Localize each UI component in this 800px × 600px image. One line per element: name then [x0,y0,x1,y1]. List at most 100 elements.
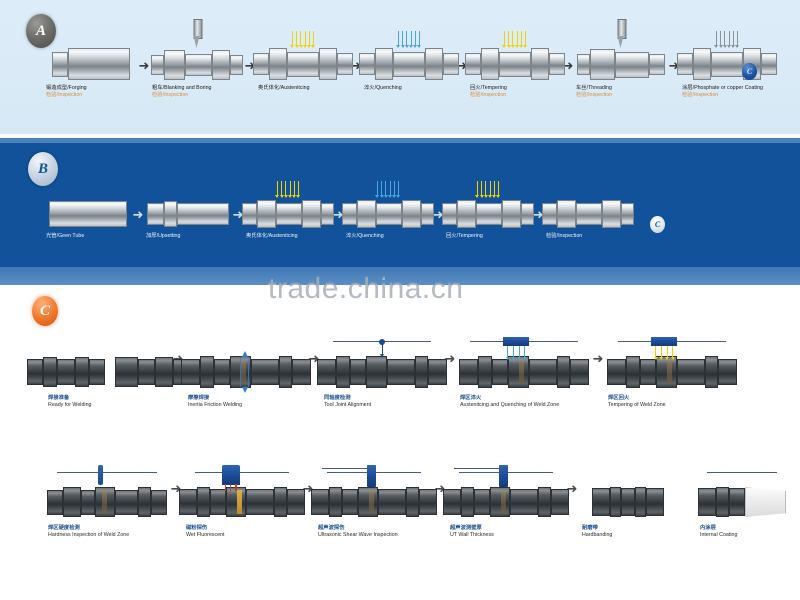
flow-arrow-icon: ➜ [456,57,468,73]
internal-coating-graphic [745,487,787,517]
step-label-primary: 回火/Tempering [470,85,507,91]
pipe-segment [181,358,200,386]
step-label-primary: 回火/Tempering [446,233,483,239]
pipe-assembly [697,485,787,519]
jet-line [404,31,409,48]
badge-c: C [32,296,58,326]
step-label-primary: 焊区淬火 [460,395,482,401]
step-label: 加厚/Upsetting [146,233,180,240]
pipe-segment [621,203,635,225]
pipe-segment [460,486,475,518]
pipe-graphic [607,355,737,389]
pipe-segment [292,358,311,386]
step-label-primary: 内涂层 [700,525,716,531]
jet-line [287,181,292,198]
jet-line [731,31,736,48]
step-label: 奥氏体化/Austenitcing [246,233,298,240]
heater-jets-icon [275,181,301,198]
pipe-graphic [697,485,746,519]
two-pipes-icon [48,322,168,356]
pipe-graphic [147,200,229,228]
step-label-primary: 摩擦焊接 [188,395,210,401]
weld-seam [236,489,242,515]
heater-jets-icon [502,31,528,48]
step-graphic [181,327,311,393]
pipe-segment [443,52,459,76]
pipe-segment [715,486,730,518]
jet-line [475,181,480,198]
pipe-segment [474,488,491,516]
pipe-segment [199,356,214,388]
pipe-segment [441,203,457,225]
jet-line [302,31,307,48]
pipe-graphic [541,200,635,228]
flow-arrow-icon: ➜ [244,57,256,73]
jet-line [511,345,516,360]
pipe-segment [68,48,130,80]
step-graphic [26,327,190,389]
pipe-segment [164,201,178,227]
step-graphic [178,457,306,519]
flow-arrow-icon: ➜ [170,480,182,496]
flow-arrow-icon: ➜ [432,206,444,222]
step-label-english: Tempering of Weld Zone [608,402,666,409]
pipe-assembly [181,351,311,393]
pipe-segment [761,52,777,76]
pipe-segment [480,48,500,80]
step-label-english: Ready for Welding [48,402,92,409]
pipe-segment [321,203,335,225]
section-b: B 光管/Geen Tube➜加厚/Upsetting➜奥氏体化/Austeni… [0,138,800,285]
pipe-segment [301,200,322,228]
pipe-segment [393,51,425,77]
pipe-segment [365,356,387,388]
jet-line [375,181,380,198]
process-step: 淬火/Quenching [341,181,435,240]
pipe-segment [621,488,635,516]
pipe-segment [177,203,229,225]
drill-bit-icon [617,19,627,49]
pipe-segment [210,488,227,516]
step-label-inspection: 检验/Inspection [576,92,613,99]
step-graphic [576,19,666,80]
pipe-segment [570,358,589,386]
end-marker-a: C [742,63,757,80]
step-graphic [253,31,353,80]
step-label-english: Ultrasonic Shear Wave Inspection [318,532,398,539]
pipe-segment [114,489,138,515]
pipe-graphic [52,48,130,80]
flow-arrow-icon: ➜ [532,206,544,222]
jet-line [224,483,227,491]
pipe-segment [401,200,422,228]
step-label-primary: 车丝/Threading [576,85,612,91]
jet-line [479,181,484,198]
jet-line [387,181,392,198]
process-step: 淬火/Quenching [359,31,459,92]
step-graphic [241,181,335,228]
step-label-primary: 涂层/Phosphate or copper Coating [682,85,763,91]
pipe-graphic [677,48,777,80]
flow-arrow-icon: ➜ [566,480,578,496]
step-label-inspection: 检验/Inspection [470,92,507,99]
pipe-segment [376,202,402,226]
pipe-graphic [150,50,244,80]
ut-probe-icon [450,453,562,487]
alignment-dot-icon [379,338,385,345]
pipe-segment [704,356,719,388]
drill-bit-icon [193,19,203,49]
tool-jets-icon [224,483,237,491]
pipe-assembly [178,485,306,519]
step-label-english: Internal Coating [700,532,738,539]
pipe-segment [138,359,155,385]
pipe-segment [421,203,435,225]
pipe-segment [89,359,106,385]
pipe-segment [268,48,288,80]
